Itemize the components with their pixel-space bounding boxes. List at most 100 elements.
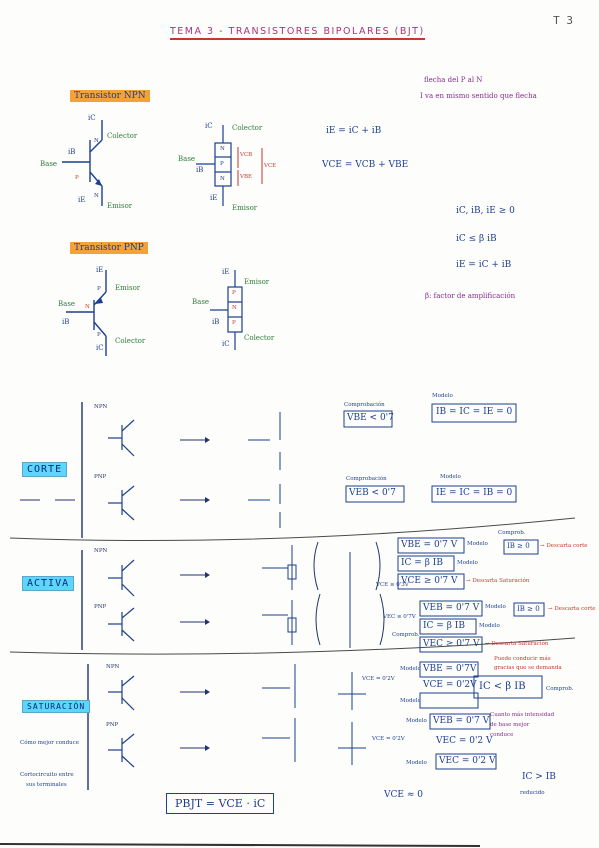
note-line1: flecha del P al N	[424, 76, 483, 84]
pnp-block-collector: Colector	[244, 334, 275, 342]
sat-s5: VEC = 0'2 V	[439, 756, 496, 766]
activa-m3: VCE ≥ 0'7 V	[401, 576, 458, 586]
npn-p: P	[75, 175, 79, 181]
sat-vce-small2: VCE = 0'2V	[372, 736, 405, 742]
activa-m4-tag: Modelo	[485, 604, 506, 610]
sat-left-note2: Cortocircuito entre	[20, 772, 74, 778]
pnp-heading: Transistor PNP	[70, 242, 148, 254]
npn-block-collector: Colector	[232, 124, 263, 132]
pnp-emitter-label: Emisor	[115, 284, 141, 292]
sat-s3-tag: Modelo	[406, 718, 427, 724]
pnp-p2: P	[97, 332, 101, 338]
corte-model2: IE = IC = IB = 0	[436, 488, 513, 498]
activa-pnp-label: PNP	[94, 604, 107, 610]
npn-block-base: Base	[178, 155, 196, 163]
eq-ic-beta: iC ≤ β iB	[456, 234, 497, 244]
eq-beta-def: β: factor de amplificación	[425, 292, 516, 300]
pnp-ib-label: iB	[62, 318, 70, 326]
corte-pnp-label: PNP	[94, 474, 107, 480]
activa-m1: VBE = 0'7 V	[401, 540, 458, 550]
sat-comp: IC < β IB	[479, 681, 526, 692]
power-formula: PBJT = VCE · iC	[166, 793, 275, 814]
eq-positive: iC, iB, iE ≥ 0	[456, 206, 515, 216]
pnp-base-label: Base	[58, 300, 76, 308]
page-number: T 3	[553, 14, 573, 27]
sat-note4: de base mejor	[490, 722, 530, 728]
activa-comp-ib-note: → Descarta corte	[540, 543, 588, 549]
npn-block-emitter: Emisor	[232, 204, 258, 212]
sat-vce-small1: VCE = 0'2V	[362, 676, 395, 682]
pnp-collector-label: Colector	[115, 337, 146, 345]
activa-m4: VEB = 0'7 V	[423, 603, 480, 613]
pnp-block-p2: P	[232, 320, 236, 326]
sat-comp-tag: Comprob.	[546, 686, 574, 692]
activa-npn-label: NPN	[94, 548, 108, 554]
sat-note5: conduce	[490, 732, 514, 738]
npn-emitter-label: Emisor	[107, 202, 133, 210]
corte-comp2-label: Comprobación	[346, 476, 387, 482]
eq-ie-sum: iE = iC + iB	[456, 260, 512, 270]
pnp-block-ic: iC	[222, 340, 230, 348]
npn-block-ic: iC	[205, 122, 213, 130]
activa-m2: IC = β IB	[401, 558, 443, 568]
sat-ic-ib-note: reducido	[520, 790, 545, 796]
corte-model2-label: Modelo	[440, 474, 461, 480]
npn-block-ib: iB	[196, 166, 204, 174]
npn-vcb: VCB	[240, 152, 253, 158]
sat-ic-ib: IC > IB	[522, 772, 556, 782]
section-corte: CORTE	[22, 462, 68, 477]
activa-comp-tag: Comprob.	[498, 530, 526, 536]
section-activa: ACTIVA	[22, 576, 75, 591]
pnp-block-base: Base	[192, 298, 210, 306]
npn-vce: VCE	[264, 163, 277, 169]
activa-m1-tag: Modelo	[467, 541, 488, 547]
section-saturacion: SATURACIÓN	[22, 700, 91, 713]
npn-ib-label: iB	[68, 148, 76, 156]
eq-ie: iE = iC + iB	[326, 126, 382, 136]
activa-m2-tag: Modelo	[457, 560, 478, 566]
pnp-ic-label: iC	[96, 344, 104, 352]
activa-m5-tag: Modelo	[479, 623, 500, 629]
activa-m6: VEC ≥ 0'7 V	[423, 639, 480, 649]
sat-s1-tag: Modelo	[400, 666, 421, 672]
npn-block-n2: N	[220, 176, 225, 182]
npn-n2: N	[94, 193, 99, 199]
pnp-n: N	[85, 304, 90, 310]
corte-comp2: VEB < 0'7	[349, 488, 396, 498]
corte-comp1-label: Comprobación	[344, 402, 385, 408]
corte-comp1: VBE < 0'7	[347, 413, 394, 423]
sat-s2: VCE = 0'2V	[423, 680, 477, 690]
corte-npn-label: NPN	[94, 404, 108, 410]
pnp-block-emitter: Emisor	[244, 278, 270, 286]
sat-s1: VBE = 0'7V	[423, 664, 477, 674]
activa-m5: IC = β IB	[423, 621, 465, 631]
npn-block-n1: N	[220, 146, 225, 152]
corte-model1: IB = IC = IE = 0	[436, 407, 513, 417]
activa-m4-comp: IB ≥ 0	[517, 605, 540, 613]
sat-pnp-label: PNP	[106, 722, 119, 728]
sat-note1: Puede conducir más	[494, 656, 551, 662]
corte-model1-label: Modelo	[432, 393, 453, 399]
sat-s3: VEB = 0'7 V	[433, 716, 490, 726]
npn-block-p: P	[220, 161, 224, 167]
npn-ie-label: iE	[78, 196, 86, 204]
sat-npn-label: NPN	[106, 664, 120, 670]
npn-n1: N	[94, 138, 99, 144]
npn-heading: Transistor NPN	[70, 90, 150, 102]
activa-vce-small: VCE ≥ 0'3V	[376, 582, 409, 588]
note-line2: I va en mismo sentido que flecha	[420, 92, 537, 100]
pnp-block-ie: iE	[222, 268, 230, 276]
npn-ic-label: iC	[88, 114, 96, 122]
activa-m6-note: → Descarta Saturación	[485, 641, 549, 647]
sat-left-note1: Cómo mejor conduce	[20, 740, 79, 746]
sat-note3: Cuanto más intensidad	[490, 712, 555, 718]
activa-vec-small: VEC ≥ 0'7V	[383, 614, 416, 620]
pnp-ie-label: iE	[96, 266, 104, 274]
sat-s5-tag: Modelo	[406, 760, 427, 766]
npn-base-label: Base	[40, 160, 58, 168]
pnp-block-ib: iB	[212, 318, 220, 326]
eq-vce: VCE = VCB + VBE	[322, 160, 409, 170]
pnp-block-p1: P	[232, 290, 236, 296]
npn-collector-label: Colector	[107, 132, 138, 140]
